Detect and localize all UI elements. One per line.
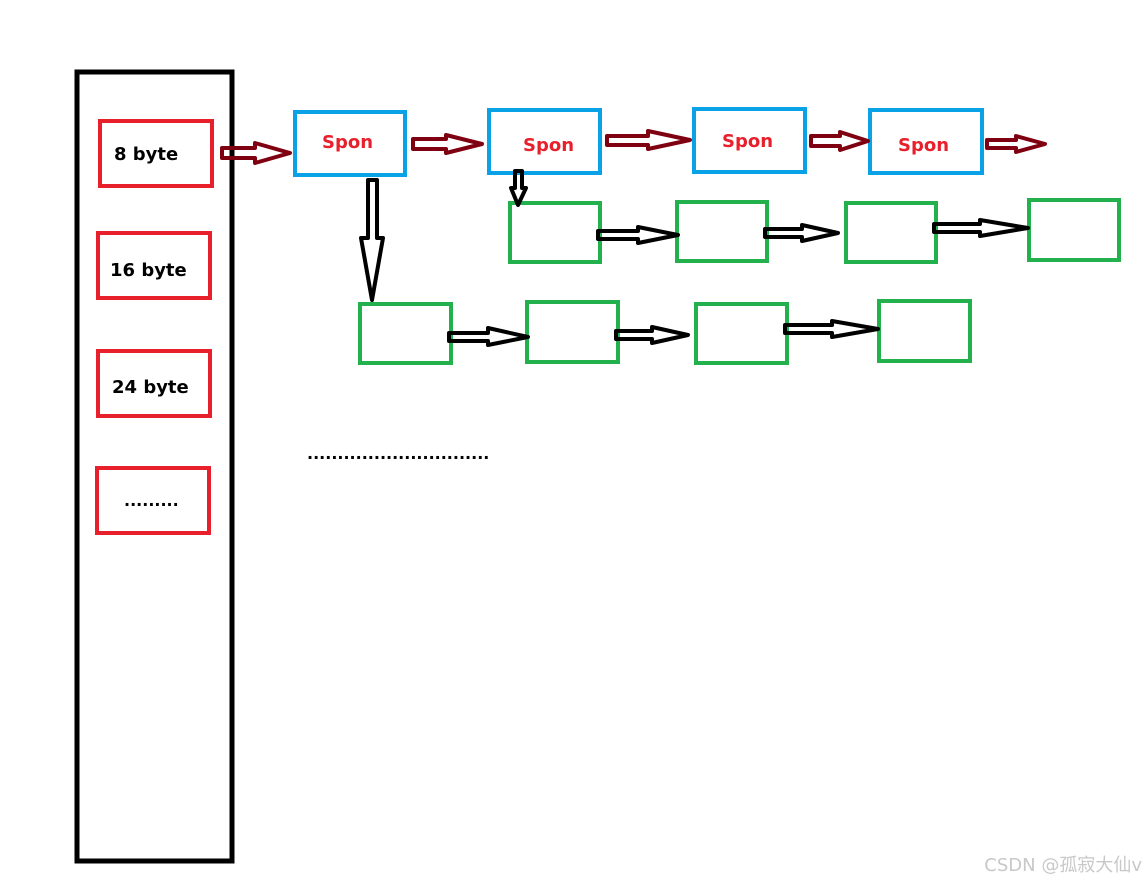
arrow-right-icon bbox=[932, 218, 1030, 238]
span-4: Spon bbox=[868, 108, 984, 175]
object-box bbox=[525, 300, 620, 364]
size-class-8: 8 byte bbox=[98, 119, 214, 188]
span-1: Spon bbox=[293, 110, 407, 177]
object-box bbox=[877, 299, 972, 363]
watermark: CSDN @孤寂大仙v bbox=[984, 855, 1142, 876]
arrow-right-icon bbox=[220, 141, 292, 165]
size-class-more: ......... bbox=[95, 466, 211, 535]
span-box bbox=[293, 110, 407, 177]
size-class-label: 16 byte bbox=[110, 260, 187, 281]
object-box bbox=[694, 302, 789, 365]
arrow-right-icon bbox=[411, 133, 484, 155]
arrow-right-icon bbox=[596, 225, 680, 245]
size-class-box bbox=[96, 231, 212, 300]
size-class-label: 24 byte bbox=[112, 377, 189, 398]
span-box bbox=[692, 107, 807, 174]
arrow-right-icon bbox=[614, 325, 690, 345]
arrow-down-icon bbox=[359, 178, 385, 302]
span-box bbox=[868, 108, 984, 175]
object-box bbox=[1027, 198, 1121, 262]
arrow-down-icon bbox=[509, 169, 528, 207]
more-marker: .............................. bbox=[307, 444, 489, 463]
size-class-16: 16 byte bbox=[96, 231, 212, 300]
size-class-label: 8 byte bbox=[114, 144, 178, 165]
arrow-right-icon bbox=[985, 134, 1047, 154]
span-2: Spon bbox=[487, 108, 602, 175]
span-label: Spon bbox=[722, 131, 773, 152]
object-box bbox=[508, 201, 602, 264]
arrow-right-icon bbox=[763, 223, 840, 243]
object-box bbox=[358, 302, 453, 365]
size-class-box bbox=[95, 466, 211, 535]
span-label: Spon bbox=[322, 132, 373, 153]
arrow-right-icon bbox=[783, 319, 880, 339]
span-label: Spon bbox=[898, 135, 949, 156]
object-box bbox=[844, 201, 938, 264]
size-class-24: 24 byte bbox=[96, 349, 212, 418]
object-box bbox=[675, 200, 769, 263]
arrow-right-icon bbox=[447, 326, 530, 347]
size-class-box bbox=[96, 349, 212, 418]
span-label: Spon bbox=[523, 135, 574, 156]
span-3: Spon bbox=[692, 107, 807, 174]
arrow-right-icon bbox=[605, 129, 692, 151]
size-class-label: ......... bbox=[124, 491, 179, 510]
arrow-right-icon bbox=[809, 130, 870, 152]
size-class-box bbox=[98, 119, 214, 188]
size-class-frame bbox=[74, 69, 235, 864]
span-box bbox=[487, 108, 602, 175]
